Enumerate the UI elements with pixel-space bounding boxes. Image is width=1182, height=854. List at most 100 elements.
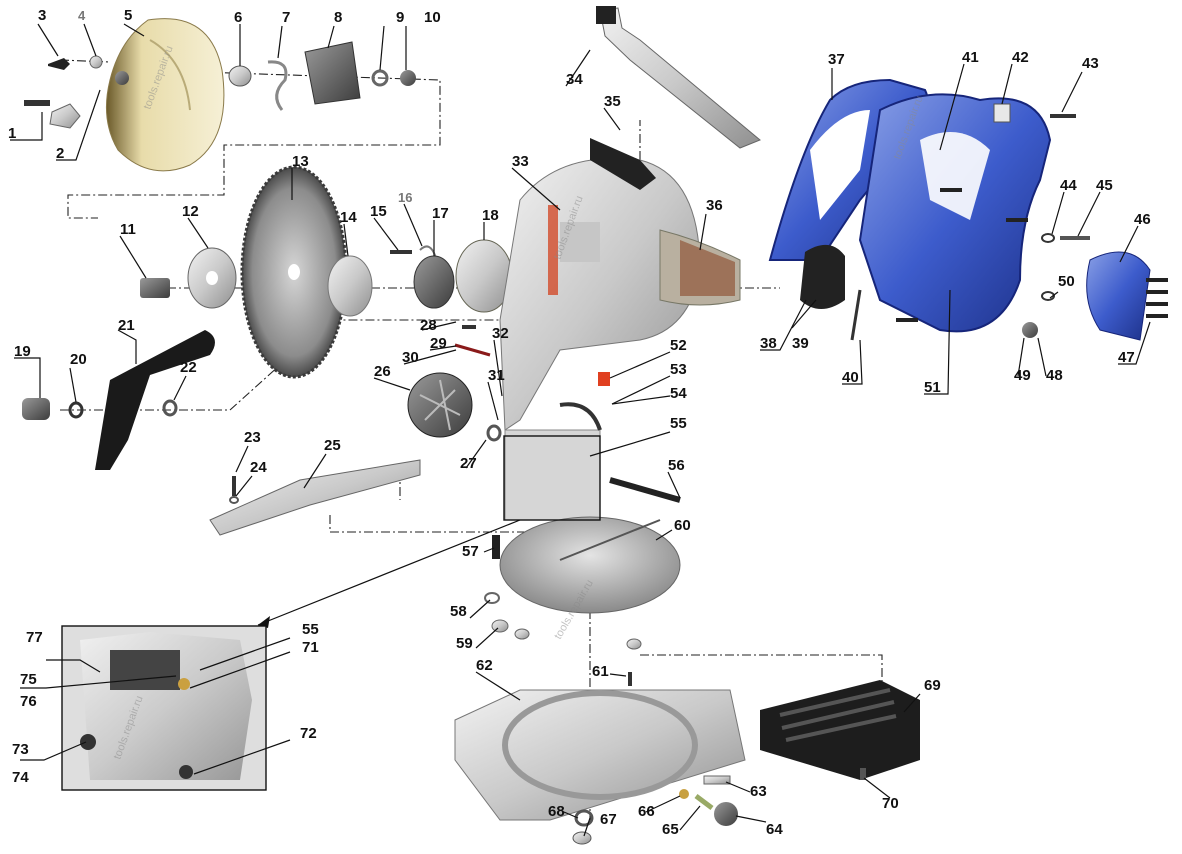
- detail-source-box: [503, 435, 601, 521]
- callout-label: 18: [482, 207, 499, 224]
- callout-label: 55: [670, 415, 687, 432]
- callout-label: 32: [492, 325, 509, 342]
- callout-label: 8: [334, 9, 342, 26]
- callout-label: 73: [12, 741, 29, 758]
- callout-label: 2: [56, 145, 64, 162]
- inner-flange-14: [327, 255, 373, 317]
- callout-label: 58: [450, 603, 467, 620]
- fence-25: [209, 459, 421, 536]
- pivot-base: [504, 429, 601, 521]
- washer-20: [68, 401, 84, 419]
- callout-label: 34: [566, 71, 583, 88]
- callout-label: 23: [244, 429, 261, 446]
- callout-label: 29: [430, 335, 447, 352]
- callout-label: 66: [638, 803, 655, 820]
- callout-labels: 1 2 3 4 5 6 7 8 9 10 11 12 13 14 15 16 1…: [8, 7, 1151, 838]
- callout-label: 43: [1082, 55, 1099, 72]
- callout-label: 74: [12, 769, 29, 786]
- callout-label: 15: [370, 203, 387, 220]
- callout-label: 28: [420, 317, 437, 334]
- callout-label: 14: [340, 209, 357, 226]
- callout-label: 10: [424, 9, 441, 26]
- callout-label: 72: [300, 725, 317, 742]
- bolt-19: [22, 398, 50, 420]
- detail-inset: [61, 435, 601, 791]
- blade-bolt-11: [140, 278, 170, 298]
- callout-label: 20: [70, 351, 87, 368]
- nut-4: [89, 55, 103, 69]
- callout-label: 7: [282, 9, 290, 26]
- callout-label: 17: [432, 205, 449, 222]
- callout-label: 35: [604, 93, 621, 110]
- callout-label: 71: [302, 639, 319, 656]
- guard-screw: [48, 58, 70, 70]
- washer-44: [1041, 233, 1055, 243]
- switch-42: [993, 103, 1011, 123]
- lower-linkage-group: [209, 325, 502, 536]
- callout-label: 24: [250, 459, 267, 476]
- guard-lever: [49, 103, 81, 129]
- callout-label: 62: [476, 657, 493, 674]
- callout-label: 63: [750, 783, 767, 800]
- spring-65: [694, 794, 714, 810]
- saw-head-group: [492, 6, 761, 559]
- nut-59: [491, 619, 509, 633]
- screw-70: [860, 768, 866, 780]
- guard-plate-8: [304, 41, 361, 105]
- callout-label: 40: [842, 369, 859, 386]
- screw-43: [1050, 114, 1076, 118]
- callout-label: 60: [674, 517, 691, 534]
- screws-47: [1146, 278, 1168, 318]
- callout-label: 46: [1134, 211, 1151, 228]
- washer-27: [486, 424, 502, 442]
- callout-label: 12: [182, 203, 199, 220]
- knob-64: [714, 802, 738, 826]
- callout-label: 11: [120, 221, 136, 238]
- callout-label: 36: [706, 197, 723, 214]
- washer-58: [484, 592, 500, 604]
- callout-label: 53: [670, 361, 687, 378]
- screw-61: [628, 672, 632, 686]
- callout-label: 21: [118, 317, 135, 334]
- bracket-21: [95, 330, 215, 470]
- callout-label: 22: [180, 359, 197, 376]
- callout-label: 77: [26, 629, 43, 646]
- spring-7: [267, 60, 288, 111]
- callout-label: 67: [600, 811, 617, 828]
- callout-label: 45: [1096, 177, 1113, 194]
- washer-68: [574, 809, 594, 827]
- callout-label: 26: [374, 363, 391, 380]
- bracket-group: [22, 330, 215, 470]
- callout-label: 44: [1060, 177, 1077, 194]
- cord-40: [850, 289, 862, 341]
- callout-label: 50: [1058, 273, 1075, 290]
- brush-holder-38: [800, 244, 845, 309]
- brush-48: [1022, 322, 1038, 338]
- callout-label: 4: [78, 8, 86, 23]
- callout-label: 33: [512, 153, 529, 170]
- pin-63: [703, 775, 731, 785]
- callout-label: 13: [292, 153, 309, 170]
- callout-label: 64: [766, 821, 783, 838]
- callout-label: 61: [592, 663, 609, 680]
- cover-46: [1086, 251, 1151, 341]
- callout-label: 51: [924, 379, 941, 396]
- blade-group: [140, 165, 513, 379]
- callout-label: 75: [20, 671, 37, 688]
- callout-label: 9: [396, 9, 404, 26]
- callout-label: 76: [20, 693, 37, 710]
- screw-1: [24, 100, 50, 106]
- callout-label: 16: [398, 190, 412, 205]
- nut-66: [679, 789, 689, 799]
- extension-bracket-group: [760, 680, 920, 780]
- screw-28: [462, 325, 476, 329]
- motor-housing-41: [858, 93, 1052, 333]
- callout-label: 30: [402, 349, 419, 366]
- callout-label: 37: [828, 51, 845, 68]
- spring-53: [559, 402, 602, 431]
- callout-label: 69: [924, 677, 941, 694]
- blade-guard-group: [24, 18, 416, 172]
- callout-label: 42: [1012, 49, 1029, 66]
- callout-label: 57: [462, 543, 479, 560]
